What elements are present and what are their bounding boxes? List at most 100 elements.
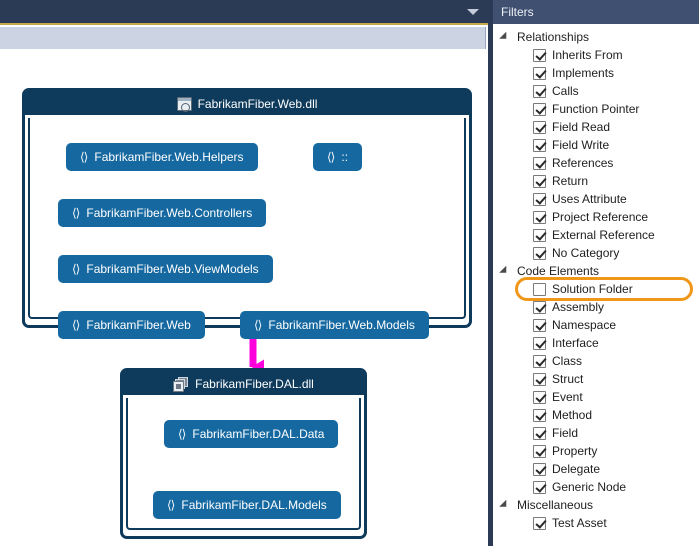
checkbox-checked-icon[interactable] [533, 210, 546, 224]
filter-option-namespace[interactable]: Namespace [493, 316, 699, 334]
code-map-diagram[interactable]: FabrikamFiber.Web.dll ⟨⟩ FabrikamFiber.W… [0, 49, 488, 546]
namespace-label: FabrikamFiber.Web [86, 318, 191, 332]
expander-expanded-icon[interactable] [499, 496, 510, 514]
filter-option-label: Calls [552, 84, 579, 98]
filters-title-text: Filters [501, 5, 534, 19]
filter-option-event[interactable]: Event [493, 388, 699, 406]
filter-group-miscellaneous[interactable]: Miscellaneous [493, 496, 699, 514]
filter-option-struct[interactable]: Struct [493, 370, 699, 388]
filter-option-label: Field Read [552, 120, 611, 134]
filter-option-property[interactable]: Property [493, 442, 699, 460]
checkbox-checked-icon[interactable] [533, 48, 546, 62]
filter-option-field[interactable]: Field [493, 424, 699, 442]
filter-option-label: Struct [552, 372, 584, 386]
filter-option-return[interactable]: Return [493, 172, 699, 190]
filter-option-delegate[interactable]: Delegate [493, 460, 699, 478]
filter-group-code-elements[interactable]: Code Elements [493, 262, 699, 280]
filter-option-label: Interface [552, 336, 599, 350]
filter-option-assembly[interactable]: Assembly [493, 298, 699, 316]
filters-panel-title: Filters [493, 0, 699, 24]
filter-option-label: No Category [552, 246, 620, 260]
filter-option-function-pointer[interactable]: Function Pointer [493, 100, 699, 118]
filter-option-implements[interactable]: Implements [493, 64, 699, 82]
filter-option-class[interactable]: Class [493, 352, 699, 370]
filter-option-inherits-from[interactable]: Inherits From [493, 46, 699, 64]
checkbox-checked-icon[interactable] [533, 138, 546, 152]
namespace-node[interactable]: ⟨⟩ FabrikamFiber.Web.Helpers [66, 143, 258, 171]
checkbox-checked-icon[interactable] [533, 300, 546, 314]
namespace-icon: ⟨⟩ [80, 150, 88, 164]
namespace-node[interactable]: ⟨⟩ FabrikamFiber.Web.ViewModels [58, 255, 273, 283]
filter-option-calls[interactable]: Calls [493, 82, 699, 100]
filter-option-test-asset[interactable]: Test Asset [493, 514, 699, 532]
chevron-down-icon[interactable] [467, 9, 479, 17]
namespace-node[interactable]: ⟨⟩ FabrikamFiber.Web.Models [240, 311, 429, 339]
checkbox-checked-icon[interactable] [533, 480, 546, 494]
checkbox-checked-icon[interactable] [533, 426, 546, 440]
checkbox-checked-icon[interactable] [533, 408, 546, 422]
filter-group-label: Relationships [517, 30, 590, 44]
namespace-icon: ⟨⟩ [72, 262, 80, 276]
filter-option-no-category[interactable]: No Category [493, 244, 699, 262]
namespace-label: FabrikamFiber.Web.Helpers [94, 150, 244, 164]
checkbox-checked-icon[interactable] [533, 336, 546, 350]
filter-option-label: Field Write [552, 138, 610, 152]
filter-option-field-read[interactable]: Field Read [493, 118, 699, 136]
checkbox-checked-icon[interactable] [533, 84, 546, 98]
filter-option-method[interactable]: Method [493, 406, 699, 424]
checkbox-checked-icon[interactable] [533, 354, 546, 368]
expander-expanded-icon[interactable] [499, 262, 510, 280]
namespace-node[interactable]: ⟨⟩ FabrikamFiber.Web [58, 311, 205, 339]
expander-expanded-icon[interactable] [499, 28, 510, 46]
namespace-node[interactable]: ⟨⟩ FabrikamFiber.Web.Controllers [58, 199, 267, 227]
filter-option-label: Generic Node [552, 480, 627, 494]
checkbox-unchecked-icon[interactable] [533, 282, 546, 296]
checkbox-checked-icon[interactable] [533, 246, 546, 260]
filter-option-uses-attribute[interactable]: Uses Attribute [493, 190, 699, 208]
legend-band [0, 27, 486, 49]
namespace-icon: ⟨⟩ [178, 427, 186, 441]
checkbox-checked-icon[interactable] [533, 372, 546, 386]
filter-option-external-reference[interactable]: External Reference [493, 226, 699, 244]
assembly-body: ⟨⟩ FabrikamFiber.DAL.Data ⟨⟩ FabrikamFib… [126, 398, 361, 530]
checkbox-checked-icon[interactable] [533, 192, 546, 206]
namespace-label: :: [341, 150, 349, 164]
filter-option-label: References [552, 156, 614, 170]
code-map-toolbar [0, 0, 488, 25]
checkbox-checked-icon[interactable] [533, 444, 546, 458]
checkbox-checked-icon[interactable] [533, 390, 546, 404]
assembly-node-dal[interactable]: FabrikamFiber.DAL.dll ⟨⟩ FabrikamFiber.D… [120, 368, 367, 539]
checkbox-checked-icon[interactable] [533, 462, 546, 476]
filter-option-interface[interactable]: Interface [493, 334, 699, 352]
checkbox-checked-icon[interactable] [533, 318, 546, 332]
checkbox-checked-icon[interactable] [533, 120, 546, 134]
checkbox-checked-icon[interactable] [533, 156, 546, 170]
assembly-node-web[interactable]: FabrikamFiber.Web.dll ⟨⟩ FabrikamFiber.W… [22, 88, 472, 339]
namespace-icon: ⟨⟩ [167, 498, 175, 512]
filter-option-generic-node[interactable]: Generic Node [493, 478, 699, 496]
filter-option-references[interactable]: References [493, 154, 699, 172]
checkbox-checked-icon[interactable] [533, 174, 546, 188]
filter-option-project-reference[interactable]: Project Reference [493, 208, 699, 226]
filter-group-relationships[interactable]: Relationships [493, 28, 699, 46]
namespace-label: FabrikamFiber.DAL.Data [192, 427, 325, 441]
filter-option-label: Assembly [552, 300, 605, 314]
assembly-icon [173, 376, 189, 392]
namespace-node[interactable]: ⟨⟩ FabrikamFiber.DAL.Models [153, 491, 341, 519]
checkbox-checked-icon[interactable] [533, 102, 546, 116]
checkbox-checked-icon[interactable] [533, 228, 546, 242]
filter-option-label: Test Asset [552, 516, 607, 530]
filter-option-label: External Reference [552, 228, 655, 242]
web-project-icon [176, 97, 192, 112]
filter-option-label: Project Reference [552, 210, 649, 224]
filter-option-field-write[interactable]: Field Write [493, 136, 699, 154]
namespace-node[interactable]: ⟨⟩ FabrikamFiber.DAL.Data [164, 420, 339, 448]
checkbox-checked-icon[interactable] [533, 516, 546, 530]
filter-option-solution-folder[interactable]: Solution Folder [515, 277, 693, 301]
filter-group-label: Miscellaneous [517, 498, 594, 512]
namespace-node[interactable]: ⟨⟩ :: [313, 143, 363, 171]
checkbox-checked-icon[interactable] [533, 66, 546, 80]
